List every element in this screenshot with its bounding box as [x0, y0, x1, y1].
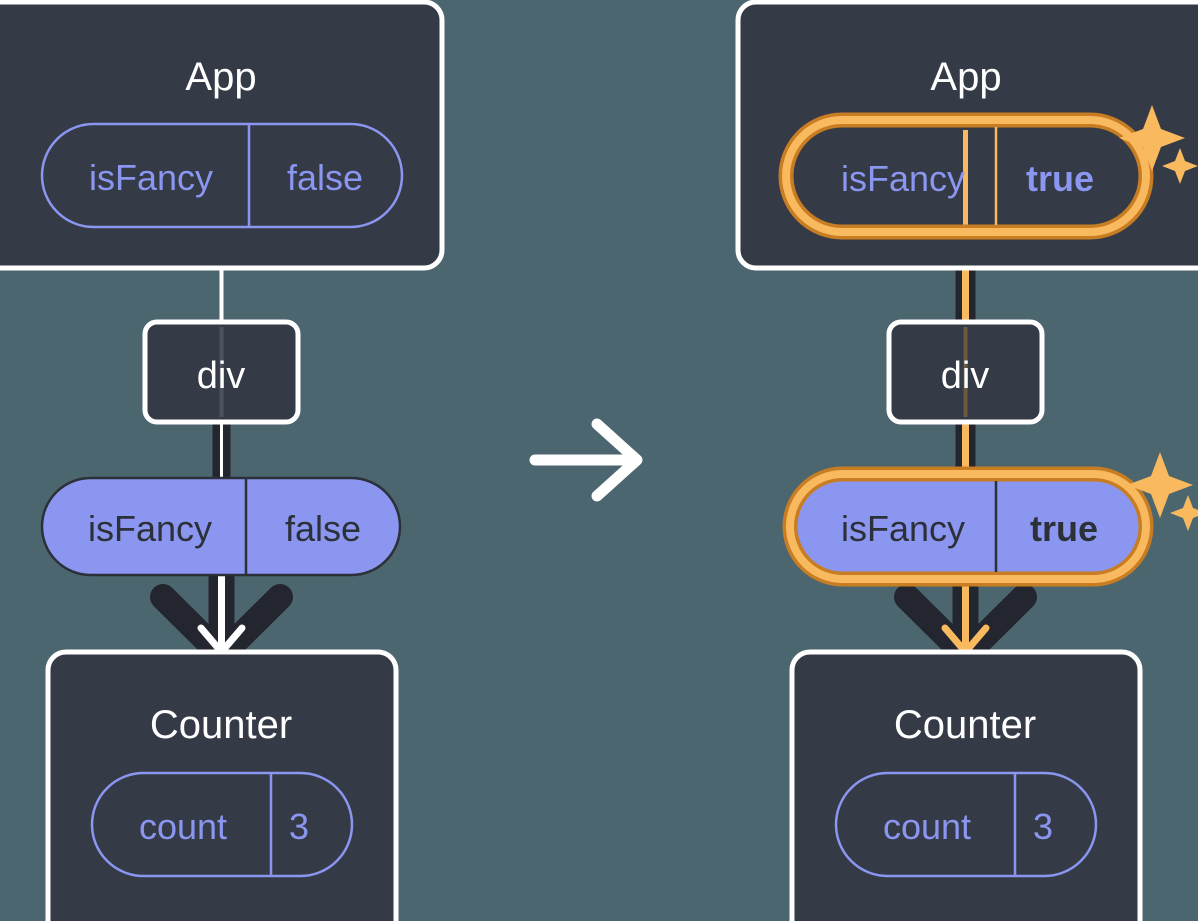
sparkles-icon-prop-after: [1127, 452, 1198, 531]
edge-prop-to-counter-before: [150, 560, 293, 668]
app-box-before: [0, 0, 445, 271]
state-pill-app-outline-before: [40, 122, 404, 229]
prop-pill-highlight-outer-after: [782, 466, 1154, 587]
app-box-after: [735, 0, 1198, 271]
state-pill-counter-outline-before: [90, 771, 354, 878]
div-box-after: div: [886, 319, 1045, 425]
arrow-right-icon: [529, 418, 643, 502]
prop-pill-after[interactable]: isFancy true: [782, 466, 1154, 587]
prop-pill-highlight-inner-after: [786, 470, 1150, 583]
state-pill-counter-outline-after: [834, 771, 1098, 878]
sparkles-icon-app-after: [1119, 105, 1198, 184]
counter-box-after: Counter count 3: [789, 649, 1143, 921]
state-pill-app-highlight-inner-after: [782, 116, 1150, 236]
